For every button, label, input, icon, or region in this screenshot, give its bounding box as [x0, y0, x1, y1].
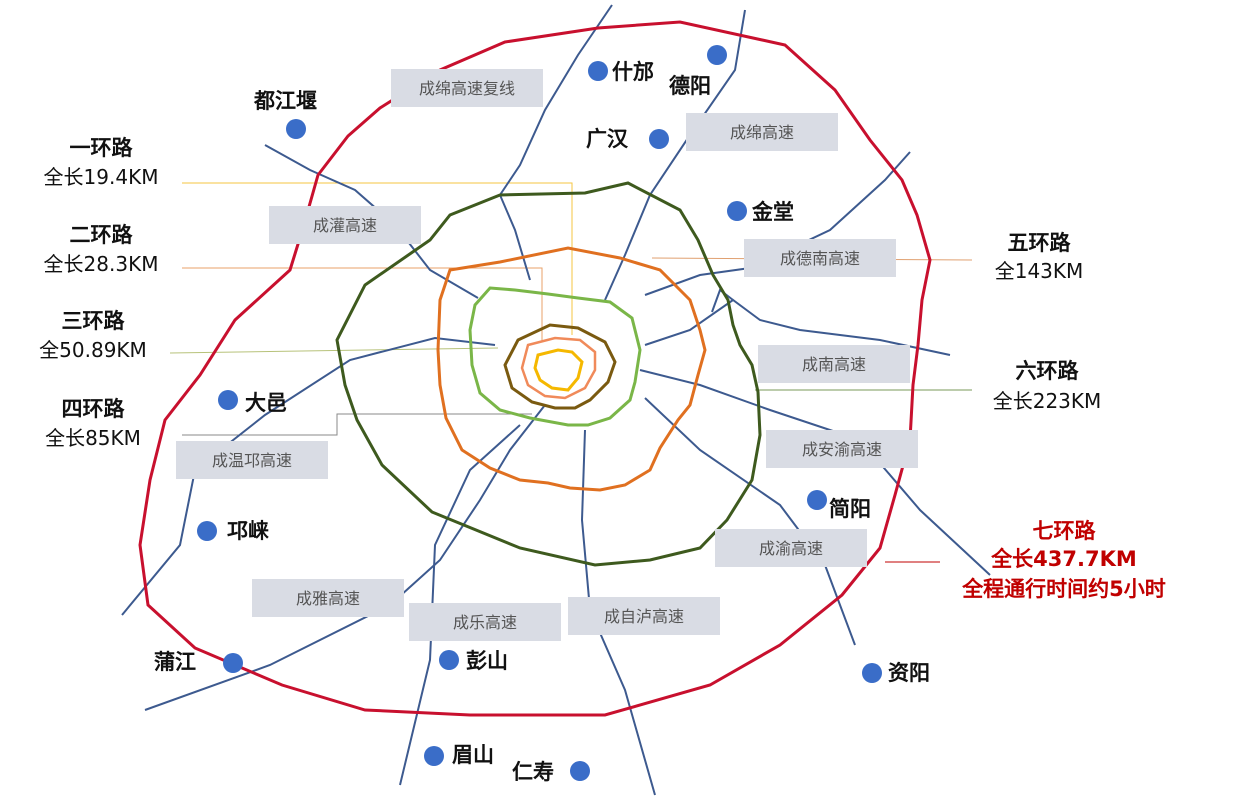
label-cm: 成绵高速: [686, 113, 838, 151]
city-dot-ziyang: [862, 663, 882, 683]
highway-cg-label: 成灌高速: [313, 216, 377, 235]
ring4-title: 四环路: [62, 397, 126, 421]
leader-ring2: [182, 267, 543, 342]
city-label-dujiangyan: 都江堰: [253, 89, 317, 113]
city-dot-pengshan: [439, 650, 459, 670]
city-dot-qionglai: [197, 521, 217, 541]
ring5-length: 全143KM: [995, 259, 1084, 283]
label-cdn: 成德南高速: [744, 239, 896, 277]
city-label-qionglai: 邛崃: [227, 519, 269, 543]
ring7-length: 全长437.7KM: [990, 547, 1137, 571]
label-cl: 成乐高速: [409, 603, 561, 641]
ring1-inner-path: [533, 348, 584, 392]
ring4-path: [335, 181, 762, 567]
ring3-path: [436, 246, 707, 492]
ring1-mid-path: [520, 336, 597, 400]
city-dot-dujiangyan: [286, 119, 306, 139]
city-dot-renshou: [570, 761, 590, 781]
highway-cn-line: [644, 298, 951, 356]
ring-roads: [138, 20, 932, 717]
highway-czl-label: 成自泸高速: [604, 607, 684, 626]
label-cn: 成南高速: [758, 345, 910, 383]
ring7-path: [138, 20, 932, 717]
ring1-title: 一环路: [70, 136, 134, 160]
city-dot-shifang: [588, 61, 608, 81]
city-dot-pujiang: [223, 653, 243, 673]
ring4-length: 全长85KM: [45, 426, 141, 450]
city-label-ziyang: 资阳: [888, 661, 930, 685]
label-cwq: 成温邛高速: [176, 441, 328, 479]
city-dot-jianyang: [807, 490, 827, 510]
ring6-length: 全长223KM: [993, 389, 1102, 413]
highway-cdn-label: 成德南高速: [780, 249, 860, 268]
city-label-pujiang: 蒲江: [154, 650, 196, 674]
label-cy: 成渝高速: [715, 529, 867, 567]
leader-ring1: [182, 182, 573, 335]
ring6-title: 六环路: [1016, 359, 1080, 383]
ring3-title: 三环路: [62, 309, 126, 333]
highway-ring-connector: [711, 288, 734, 313]
city-label-guanghan: 广汉: [586, 127, 629, 151]
city-dot-jintang: [727, 201, 747, 221]
highway-cwq-label: 成温邛高速: [212, 451, 292, 470]
highway-cm-label: 成绵高速: [730, 123, 794, 142]
city-dot-dayi: [218, 390, 238, 410]
city-dot-deyang: [707, 45, 727, 65]
ring1-outer-path: [503, 323, 617, 410]
highway-cy-label: 成渝高速: [759, 539, 823, 558]
city-label-pengshan: 彭山: [466, 649, 508, 673]
label-cya: 成雅高速: [252, 579, 404, 617]
ring1-length: 全长19.4KM: [44, 165, 159, 189]
city-dot-guanghan: [649, 129, 669, 149]
label-czl: 成自泸高速: [568, 597, 720, 635]
ring5-title: 五环路: [1008, 231, 1072, 255]
highway-cl-label: 成乐高速: [453, 613, 517, 632]
ring7-title: 七环路: [1033, 519, 1097, 543]
highway-cl-line: [399, 424, 521, 786]
highway-cmfx-label: 成绵高速复线: [419, 79, 515, 98]
leader-ring4: [182, 413, 532, 436]
city-dot-meishan: [424, 746, 444, 766]
city-label-dayi: 大邑: [245, 391, 287, 415]
ring7-note: 全程通行时间约5小时: [961, 577, 1166, 601]
cities: 都江堰 什邡 德阳 广汉 金堂 大邑 邛崃 简阳 蒲江 彭山 资阳 眉山 仁寿: [154, 45, 930, 784]
ring2-length: 全长28.3KM: [44, 252, 159, 276]
ring-labels: 一环路 全长19.4KM 二环路 全长28.3KM 三环路 全50.89KM 四…: [39, 136, 1166, 601]
highway-cya-label: 成雅高速: [296, 589, 360, 608]
city-label-deyang: 德阳: [669, 74, 711, 98]
ring2-title: 二环路: [70, 223, 134, 247]
highway-cmfx-line: [498, 4, 613, 281]
highway-cn-label: 成南高速: [802, 355, 866, 374]
city-label-jianyang: 简阳: [829, 497, 871, 521]
ring2-path: [468, 286, 642, 427]
label-cay: 成安渝高速: [766, 430, 918, 468]
label-cmfx: 成绵高速复线: [391, 69, 543, 107]
highway-cay-label: 成安渝高速: [802, 440, 882, 459]
label-cg: 成灌高速: [269, 206, 421, 244]
city-label-meishan: 眉山: [452, 743, 494, 767]
highway-cm-line: [604, 9, 746, 301]
city-label-jintang: 金堂: [751, 200, 794, 224]
city-label-shifang: 什邡: [612, 60, 654, 84]
leader-ring3: [169, 347, 499, 354]
highway-cya-line: [144, 404, 546, 711]
highway-cwq-line: [121, 336, 496, 616]
ring3-length: 全50.89KM: [39, 338, 147, 362]
city-label-renshou: 仁寿: [512, 760, 554, 784]
highway-cay-line: [639, 369, 991, 576]
highway-cy-line: [644, 397, 856, 646]
highway-labels: 成绵高速复线 成绵高速 成灌高速 成德南高速 成南高速 成安渝高速 成温邛高速: [176, 69, 918, 641]
